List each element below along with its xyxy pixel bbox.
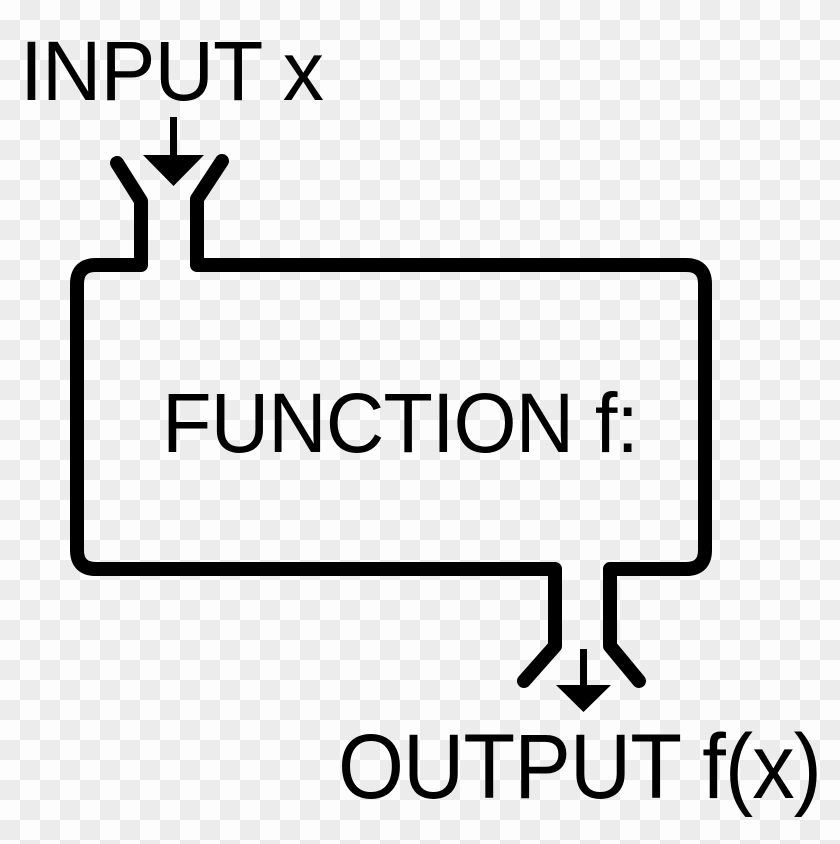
output-label: OUTPUT f(x) [338, 716, 821, 818]
output-arrow-head [556, 685, 611, 712]
function-box-label: FUNCTION f: [162, 376, 638, 470]
machine-outline-left [70, 156, 562, 688]
input-label: INPUT x [20, 24, 324, 118]
input-arrow-head [143, 155, 204, 186]
input-down-arrow-icon [143, 117, 204, 186]
output-down-arrow-icon [556, 649, 611, 712]
machine-outline-right [190, 154, 712, 688]
